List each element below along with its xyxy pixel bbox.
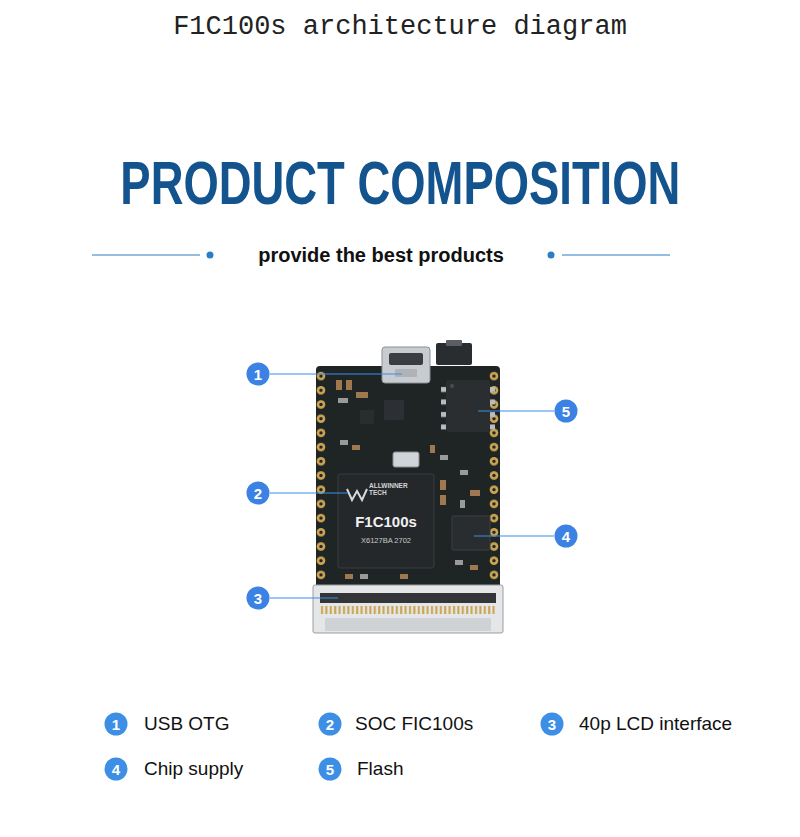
callout-circle xyxy=(247,482,270,505)
leader-line xyxy=(270,373,402,374)
section-subtitle: provide the best products xyxy=(258,244,504,267)
leader-line xyxy=(270,492,348,493)
usb-connector xyxy=(382,347,430,383)
legend-number: 3 xyxy=(540,712,564,736)
capacitor xyxy=(430,445,435,453)
callout-number: 5 xyxy=(554,399,578,423)
resistor xyxy=(460,470,468,475)
usb-shell xyxy=(395,369,417,377)
legend-text: USB OTG xyxy=(144,713,230,735)
resistor xyxy=(440,455,448,460)
capacitor xyxy=(440,495,446,505)
number-text: 2 xyxy=(326,717,334,732)
connector-slot xyxy=(320,593,496,603)
number-text: 4 xyxy=(112,762,120,777)
lcd-connector xyxy=(313,585,503,633)
callout-number: 4 xyxy=(554,524,578,548)
number-text: 5 xyxy=(562,404,570,419)
chip-maker-mark: ALLWINNER TECH xyxy=(369,483,401,497)
connector-lip xyxy=(325,618,491,631)
capacitor xyxy=(440,480,446,490)
flash-legs xyxy=(490,384,495,430)
callout-number: 1 xyxy=(246,362,270,386)
chip-batch-mark: X6127BA 2702 xyxy=(361,537,411,546)
callout-circle xyxy=(319,758,342,781)
resistor xyxy=(455,560,463,565)
deco-dot xyxy=(207,252,214,259)
section-heading: PRODUCT COMPOSITION xyxy=(120,147,680,218)
legend-text: Chip supply xyxy=(144,758,243,780)
usb-port xyxy=(389,353,423,365)
capacitor xyxy=(346,380,352,390)
callout-circle xyxy=(555,525,578,548)
callout-circle xyxy=(105,758,128,781)
capacitor xyxy=(400,574,408,579)
capacitor xyxy=(345,574,353,579)
capacitor xyxy=(356,392,368,398)
callout-circle xyxy=(247,587,270,610)
button-body xyxy=(436,343,472,365)
power-chip xyxy=(452,516,490,550)
legend-text: Flash xyxy=(357,758,403,780)
legend-text: SOC FIC100s xyxy=(355,713,473,735)
leader-line xyxy=(474,535,554,536)
resistor xyxy=(340,440,348,445)
number-text: 1 xyxy=(112,717,120,732)
small-ic xyxy=(360,410,374,424)
legend-number: 2 xyxy=(318,712,342,736)
chip-model-mark: F1C100s xyxy=(355,513,417,530)
flash-chip xyxy=(446,380,490,432)
legend-number: 4 xyxy=(104,757,128,781)
resistor xyxy=(460,500,465,508)
callout-circle xyxy=(247,363,270,386)
capacitor xyxy=(336,380,342,390)
pad-row xyxy=(316,369,326,582)
connector-pins xyxy=(320,606,496,614)
small-ic xyxy=(384,400,404,420)
callout-circle xyxy=(555,400,578,423)
legend-number: 5 xyxy=(318,757,342,781)
deco-dot xyxy=(548,252,555,259)
resistor xyxy=(338,398,348,403)
pcb-board xyxy=(316,366,500,588)
capacitor xyxy=(352,445,360,450)
callout-number: 3 xyxy=(246,586,270,610)
soc-chip xyxy=(338,474,434,568)
capacitor xyxy=(470,565,478,570)
resistor xyxy=(360,574,368,579)
legend-number: 1 xyxy=(104,712,128,736)
legend-text: 40p LCD interface xyxy=(579,713,732,735)
maker-logo xyxy=(347,489,367,500)
callout-circle xyxy=(541,713,564,736)
number-text: 3 xyxy=(254,591,262,606)
number-text: 2 xyxy=(254,486,262,501)
pin-mark xyxy=(450,384,454,388)
flash-legs xyxy=(441,384,446,430)
capacitor xyxy=(470,490,480,496)
deco-line xyxy=(562,254,670,255)
leader-line xyxy=(478,410,554,411)
leader-line xyxy=(270,597,338,598)
callout-circle xyxy=(319,713,342,736)
crystal xyxy=(393,452,419,467)
deco-line xyxy=(92,254,200,255)
button-cap xyxy=(446,340,462,346)
callout-circle xyxy=(105,713,128,736)
number-text: 1 xyxy=(254,367,262,382)
number-text: 5 xyxy=(326,762,334,777)
number-text: 4 xyxy=(562,529,570,544)
callout-number: 2 xyxy=(246,481,270,505)
number-text: 3 xyxy=(548,717,556,732)
pad-row xyxy=(489,369,499,582)
page-title: F1C100s architecture diagram xyxy=(173,12,627,43)
